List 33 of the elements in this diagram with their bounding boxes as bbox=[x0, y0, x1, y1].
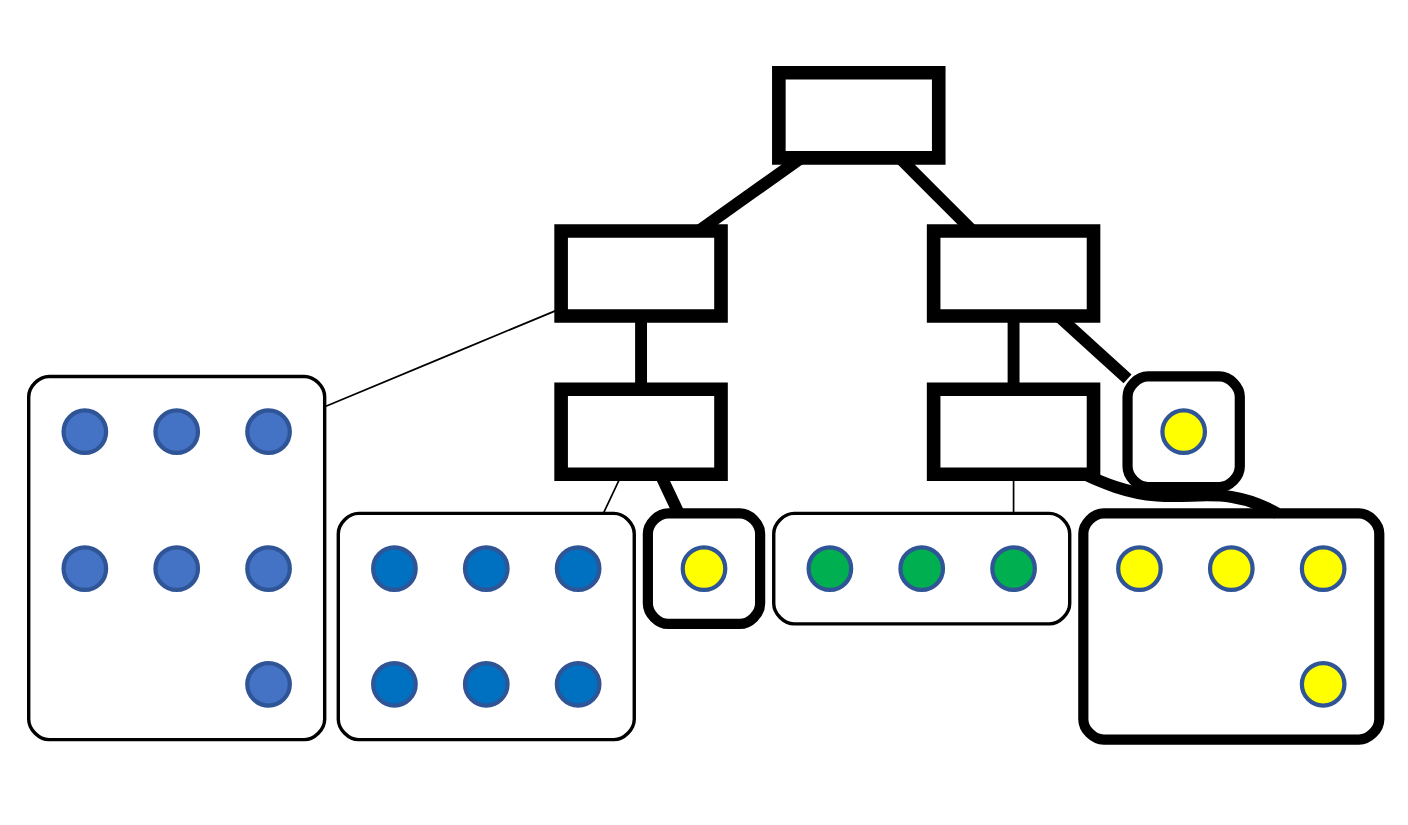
node-circle bbox=[1299, 660, 1347, 708]
node-circle bbox=[1299, 544, 1347, 592]
node-circle bbox=[245, 660, 292, 708]
cluster bbox=[1078, 507, 1385, 745]
node-circle bbox=[806, 544, 854, 592]
node-circle bbox=[1160, 407, 1208, 455]
node-circle bbox=[153, 544, 201, 592]
node-circle bbox=[371, 660, 418, 708]
node-circle bbox=[1207, 544, 1255, 592]
node-circle bbox=[554, 660, 602, 708]
node-circle bbox=[680, 544, 728, 592]
cluster bbox=[642, 507, 766, 629]
node-circle bbox=[61, 407, 109, 455]
cluster bbox=[27, 374, 327, 741]
node-circle bbox=[462, 660, 510, 708]
cluster bbox=[772, 511, 1072, 626]
node-circle bbox=[61, 544, 109, 592]
node-box bbox=[926, 381, 1101, 481]
node-circle bbox=[1116, 544, 1163, 592]
node-circle bbox=[554, 544, 602, 592]
node-circle bbox=[898, 544, 946, 592]
node-circle bbox=[153, 407, 201, 455]
node-circle bbox=[990, 544, 1037, 592]
node-box bbox=[554, 223, 728, 323]
cluster bbox=[1122, 370, 1245, 492]
node-circle bbox=[371, 544, 418, 592]
node-box bbox=[926, 223, 1101, 323]
node-circle bbox=[245, 407, 292, 455]
node-circle bbox=[245, 544, 292, 592]
cluster bbox=[336, 511, 636, 741]
node-circle bbox=[462, 544, 510, 592]
node-box bbox=[772, 65, 946, 165]
node-box bbox=[554, 381, 728, 481]
